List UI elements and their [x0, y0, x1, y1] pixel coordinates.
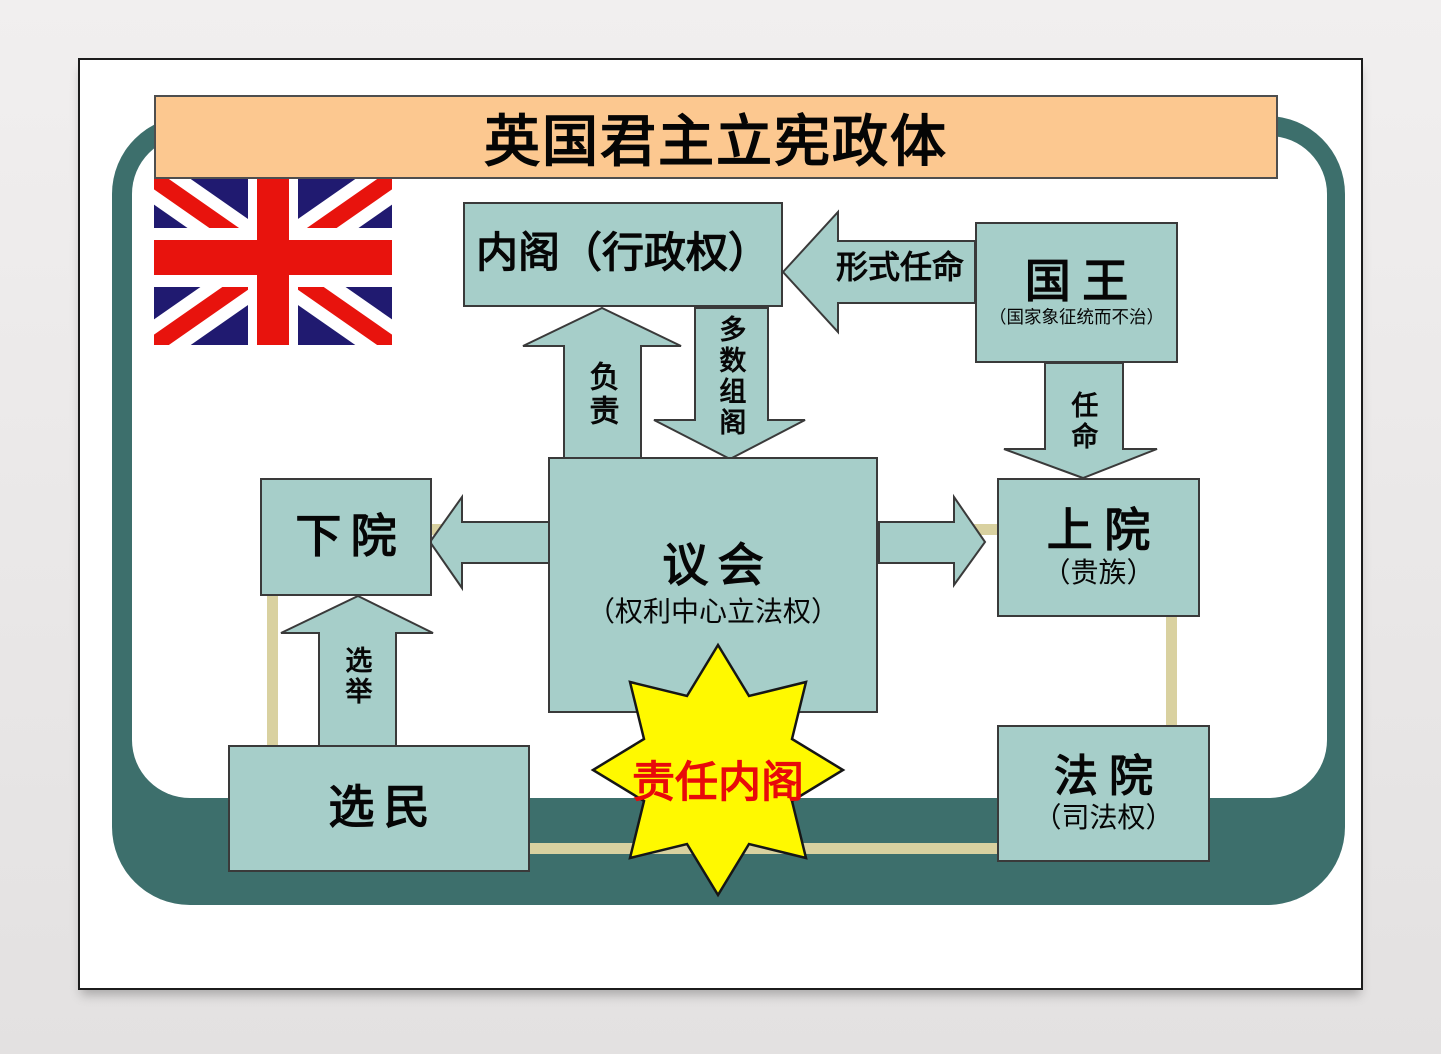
node-upper-house-label: 上院: [1046, 504, 1162, 556]
edge-label-responsible: 负责: [584, 361, 618, 429]
node-voters: 选民: [228, 745, 530, 872]
edge-label-majority-cabinet: 多数组阁: [715, 315, 746, 439]
node-parliament: 议会 （权利中心立法权）: [548, 457, 878, 713]
node-lower-house: 下院: [260, 478, 432, 596]
node-voters-label: 选民: [328, 782, 439, 834]
edge-label-election: 选举: [341, 646, 372, 708]
node-king-label: 国王: [1024, 256, 1140, 308]
node-cabinet-label: 内阁（行政权）: [475, 231, 770, 278]
node-parliament-label: 议会: [662, 540, 773, 592]
slide-title: 英国君主立宪政体: [484, 111, 948, 174]
node-court-subtitle: （司法权）: [1033, 802, 1174, 834]
node-cabinet: 内阁（行政权）: [463, 202, 783, 307]
edge-label-appointment: 任命: [1067, 391, 1098, 453]
node-court: 法院 （司法权）: [997, 725, 1210, 862]
node-upper-house: 上院 （贵族）: [997, 478, 1200, 617]
node-upper-house-subtitle: （贵族）: [1042, 557, 1155, 589]
node-king: 国王 （国家象征统而不治）: [975, 222, 1178, 363]
node-parliament-subtitle: （权利中心立法权）: [586, 597, 839, 629]
node-king-subtitle: （国家象征统而不治）: [989, 307, 1164, 328]
node-lower-house-label: 下院: [295, 510, 406, 562]
title-banner: 英国君主立宪政体: [154, 95, 1278, 179]
responsible-cabinet-badge-label: 责任内阁: [632, 760, 804, 807]
edge-label-formal-appointment: 形式任命: [835, 249, 964, 285]
node-court-label: 法院: [1054, 751, 1164, 801]
uk-flag-icon: [141, 161, 405, 363]
